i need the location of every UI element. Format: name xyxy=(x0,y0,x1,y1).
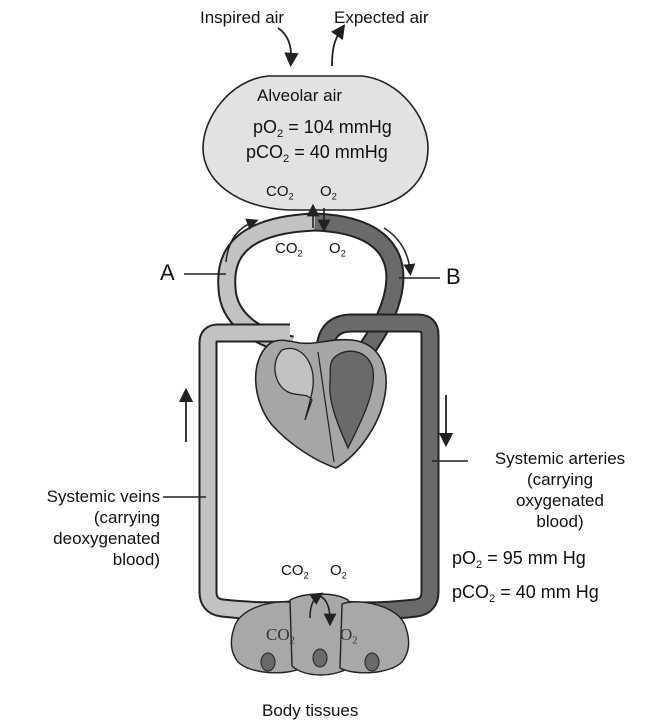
expired-air-arrow xyxy=(332,30,341,66)
alveolar-pco2-label: pCO2 = 40 mmHg xyxy=(246,142,388,163)
tissue-nucleus xyxy=(261,653,275,671)
capillary-co2-label: CO2 xyxy=(275,238,303,259)
tissue-capillary-co2-label: CO2 xyxy=(281,560,309,581)
arterial-pco2-label: pCO2 = 40 mm Hg xyxy=(452,582,599,603)
alveolar-air-label: Alveolar air xyxy=(257,85,342,106)
tissue-co2-label: CO2 xyxy=(266,624,295,645)
body-tissues-label: Body tissues xyxy=(262,700,358,721)
tissue-nucleus xyxy=(313,649,327,667)
systemic-arteries-label: Systemic arteries (carrying oxygenated b… xyxy=(476,448,644,532)
inspired-air-arrow xyxy=(278,28,291,60)
alveolus-co2-label: CO2 xyxy=(266,181,294,202)
marker-b: B xyxy=(446,266,461,287)
expired-air-label: Expected air xyxy=(334,7,429,28)
arterial-po2-label: pO2 = 95 mm Hg xyxy=(452,548,586,569)
tissue-o2-label: O2 xyxy=(340,624,358,645)
inspired-air-label: Inspired air xyxy=(200,7,284,28)
alveolus-o2-label: O2 xyxy=(320,181,337,202)
capillary-o2-label: O2 xyxy=(329,238,346,259)
systemic-veins-label: Systemic veins (carrying deoxygenated bl… xyxy=(10,486,160,570)
marker-a: A xyxy=(160,262,175,283)
tissue-nucleus xyxy=(365,653,379,671)
alveolar-po2-label: pO2 = 104 mmHg xyxy=(253,117,392,138)
tissue-capillary-o2-label: O2 xyxy=(330,560,347,581)
